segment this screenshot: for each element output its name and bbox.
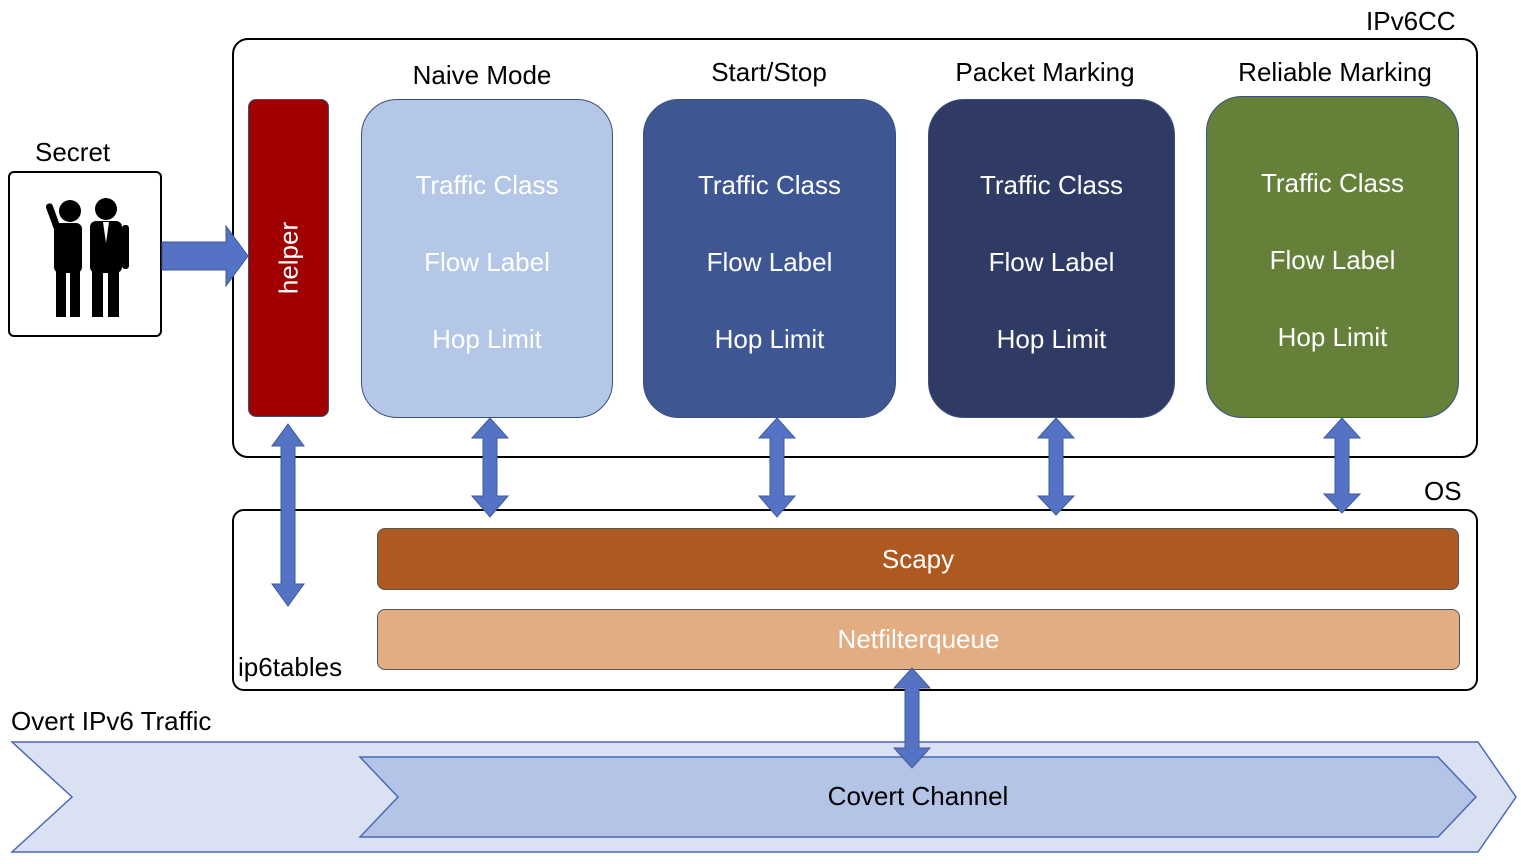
field-flow-label: Flow Label bbox=[1269, 245, 1396, 275]
startstop-scapy-arrow bbox=[757, 417, 797, 518]
netfilter-covert-arrow bbox=[892, 667, 932, 769]
mode-box-reliable-marking: Traffic Class Flow Label Hop Limit bbox=[1206, 96, 1459, 418]
field-hop-limit: Hop Limit bbox=[432, 324, 542, 354]
overt-traffic-label: Overt IPv6 Traffic bbox=[11, 706, 212, 736]
os-label: OS bbox=[1424, 476, 1462, 506]
field-hop-limit: Hop Limit bbox=[714, 324, 825, 354]
netfilterqueue-label: Netfilterqueue bbox=[837, 624, 1000, 654]
scapy-bar: Scapy bbox=[377, 528, 1459, 590]
helper-bar: helper bbox=[248, 99, 329, 417]
covert-channel-label: Covert Channel bbox=[827, 781, 1009, 811]
field-flow-label: Flow Label bbox=[424, 247, 550, 277]
field-hop-limit: Hop Limit bbox=[1277, 322, 1388, 352]
mode-box-start-stop: Traffic Class Flow Label Hop Limit bbox=[643, 99, 896, 418]
field-traffic-class: Traffic Class bbox=[415, 170, 559, 200]
mode-title-naive: Naive Mode bbox=[412, 60, 552, 90]
people-icon bbox=[45, 198, 129, 317]
field-hop-limit: Hop Limit bbox=[996, 324, 1107, 354]
field-traffic-class: Traffic Class bbox=[979, 170, 1124, 200]
netfilterqueue-bar: Netfilterqueue bbox=[377, 609, 1460, 670]
field-traffic-class: Traffic Class bbox=[697, 170, 842, 200]
mode-title-reliable-marking: Reliable Marking bbox=[1238, 57, 1432, 87]
mode-box-naive: Traffic Class Flow Label Hop Limit bbox=[361, 99, 613, 418]
packetmarking-scapy-arrow bbox=[1036, 417, 1076, 516]
secret-label: Secret bbox=[35, 137, 111, 167]
helper-ip6tables-arrow bbox=[271, 423, 305, 607]
reliable-scapy-arrow bbox=[1322, 417, 1362, 514]
mode-box-packet-marking: Traffic Class Flow Label Hop Limit bbox=[928, 99, 1175, 418]
field-traffic-class: Traffic Class bbox=[1260, 168, 1405, 198]
naive-scapy-arrow bbox=[470, 417, 510, 518]
secret-box bbox=[8, 171, 162, 337]
field-flow-label: Flow Label bbox=[706, 247, 833, 277]
ip6tables-label: ip6tables bbox=[238, 652, 343, 682]
ipv6cc-label: IPv6CC bbox=[1366, 6, 1456, 36]
mode-title-start-stop: Start/Stop bbox=[711, 57, 827, 87]
covert-channel-chevron bbox=[358, 756, 1478, 838]
field-flow-label: Flow Label bbox=[988, 247, 1115, 277]
scapy-label: Scapy bbox=[881, 544, 955, 574]
mode-title-packet-marking: Packet Marking bbox=[955, 57, 1135, 87]
